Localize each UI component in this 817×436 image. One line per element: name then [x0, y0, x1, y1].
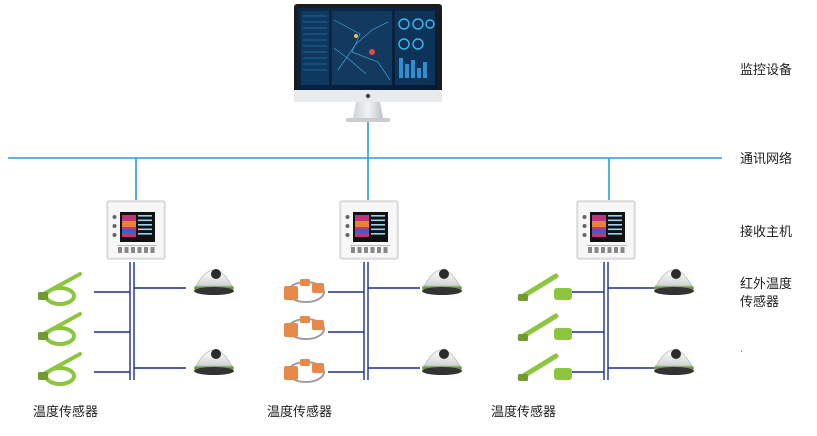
infrared-sensor-middle-1-icon	[422, 269, 462, 295]
temperature-sensor-right-2-icon	[517, 313, 572, 341]
bus-right-line	[568, 262, 660, 380]
infrared-sensor-right-2-icon	[654, 349, 694, 375]
stray-dot-mark: .	[740, 344, 744, 355]
infrared-sensor-right-1-icon	[654, 269, 694, 295]
communication-network-label: 通讯网络	[740, 152, 793, 167]
temperature-sensor-left-3-icon	[38, 352, 82, 386]
host-unit-right-icon	[576, 200, 636, 260]
temperature-sensor-left-1-icon	[38, 272, 82, 306]
temperature-sensor-left-2-icon	[38, 312, 82, 346]
monitor-icon	[294, 4, 442, 122]
infrared-sensor-left-2-icon	[194, 349, 234, 375]
temperature-sensor-right-3-icon	[517, 353, 572, 381]
temperature-sensor-middle-3-icon	[284, 359, 325, 383]
monitoring-equipment-label: 监控设备	[740, 63, 793, 78]
temperature-sensor-label-middle: 温度传感器	[267, 405, 333, 420]
bus-middle-line	[328, 262, 420, 380]
temperature-sensor-middle-1-icon	[284, 279, 325, 303]
host-unit-left-icon	[106, 200, 166, 260]
bus-left-line	[94, 262, 186, 380]
temperature-sensor-label-left: 温度传感器	[33, 405, 99, 420]
temperature-sensor-label-right: 温度传感器	[491, 405, 557, 420]
infrared-sensor-label-line2: 传感器	[740, 295, 780, 310]
receiving-host-label: 接收主机	[740, 225, 793, 240]
infrared-sensor-middle-2-icon	[422, 349, 462, 375]
infrared-sensor-left-1-icon	[194, 269, 234, 295]
temperature-sensor-middle-2-icon	[284, 316, 325, 340]
temperature-sensor-right-1-icon	[517, 273, 572, 301]
infrared-sensor-label-line1: 红外温度	[740, 277, 793, 292]
host-unit-middle-icon	[339, 200, 399, 260]
